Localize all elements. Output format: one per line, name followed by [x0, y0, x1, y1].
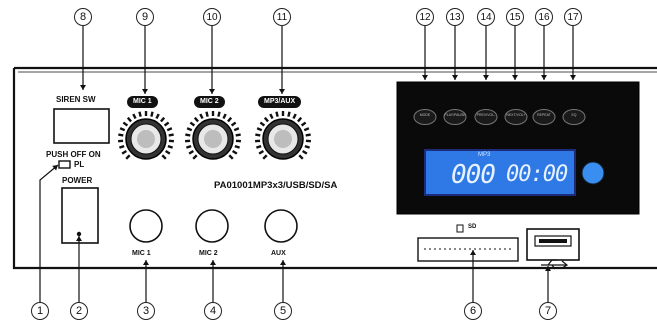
- callout-8: 8: [74, 8, 92, 26]
- lcd-display: [424, 149, 576, 196]
- display-time: 00:00: [506, 162, 568, 187]
- pl-label: PL: [74, 160, 85, 169]
- arrowhead-15: [512, 75, 518, 80]
- mode-button-label: MODE: [419, 113, 431, 117]
- arrowhead-11: [279, 89, 285, 94]
- sd-icon: [456, 224, 464, 233]
- display-tag: MP3: [478, 152, 491, 158]
- jack-label-mic1: MIC 1: [132, 250, 151, 257]
- pilot-lamp: [58, 160, 71, 169]
- usb-icon: [541, 259, 569, 270]
- siren-label: SIREN SW: [56, 95, 96, 104]
- next-button[interactable]: [504, 109, 528, 125]
- arrowhead-5: [280, 260, 286, 265]
- arrowhead-13: [452, 75, 458, 80]
- arrowhead-8: [80, 85, 86, 90]
- callout-16: 16: [535, 8, 553, 26]
- prev-button[interactable]: [474, 109, 498, 125]
- callout-5: 5: [274, 302, 292, 320]
- mp3-button-layer: [413, 109, 586, 125]
- callout-9: 9: [136, 8, 154, 26]
- arrowhead-4: [210, 260, 216, 265]
- callout-11: 11: [273, 8, 291, 26]
- callout-3: 3: [137, 302, 155, 320]
- power-label: POWER: [62, 176, 93, 185]
- mic1-knob[interactable]: [117, 111, 175, 160]
- arrowhead-2: [76, 236, 82, 241]
- mic2-jack: [195, 209, 229, 243]
- play-pause-button[interactable]: [443, 109, 467, 125]
- mic2-knob[interactable]: [184, 111, 242, 160]
- jack-label-mic2: MIC 2: [199, 250, 218, 257]
- model-text: PA01001MP3x3/USB/SD/SA: [214, 180, 338, 191]
- arrowhead-1: [52, 165, 58, 171]
- repeat-button[interactable]: [532, 109, 556, 125]
- callout-6: 6: [464, 302, 482, 320]
- sd-label: SD: [468, 224, 477, 230]
- knob-layer: [117, 111, 312, 160]
- callout-14: 14: [477, 8, 495, 26]
- sd-slot: [417, 237, 519, 262]
- arrowhead-6: [470, 250, 476, 255]
- knob-label-mic1: MIC 1: [127, 96, 158, 108]
- panel-outline: [12, 66, 657, 270]
- aux-jack: [264, 209, 298, 243]
- eq-button-label: EQ: [571, 113, 577, 117]
- display-track: 000: [451, 160, 496, 190]
- jack-label-aux: AUX: [271, 250, 286, 257]
- leader-line-1: [39, 164, 59, 302]
- callout-10: 10: [203, 8, 221, 26]
- arrowhead-12: [422, 75, 428, 80]
- next-button-label: NEXT/VOL+: [506, 113, 526, 117]
- mode-button[interactable]: [413, 109, 437, 125]
- push-off-on-label: PUSH OFF ON: [46, 150, 101, 159]
- callout-17: 17: [564, 8, 582, 26]
- play-pause-button-label: PLAY/PAUSE: [444, 113, 466, 117]
- knob-label-mic2: MIC 2: [194, 96, 225, 108]
- prev-button-label: PREV/VOL-: [476, 113, 496, 117]
- leader-lines: [39, 26, 576, 302]
- arrowhead-7: [545, 266, 551, 271]
- knob-label-mp3aux: MP3/AUX: [258, 96, 302, 108]
- callout-13: 13: [446, 8, 464, 26]
- callout-2: 2: [70, 302, 88, 320]
- callout-1: 1: [31, 302, 49, 320]
- arrowhead-17: [570, 75, 576, 80]
- arrowhead-10: [209, 89, 215, 94]
- siren-switch: [53, 108, 110, 144]
- repeat-button-label: REPEAT: [537, 113, 551, 117]
- mic1-jack: [129, 209, 163, 243]
- arrowhead-16: [541, 75, 547, 80]
- ir-receiver: [581, 161, 605, 185]
- arrowhead-3: [143, 260, 149, 265]
- mp3-aux-knob[interactable]: [254, 111, 312, 160]
- callout-7: 7: [539, 302, 557, 320]
- arrowhead-14: [483, 75, 489, 80]
- callout-4: 4: [204, 302, 222, 320]
- eq-button[interactable]: [562, 109, 586, 125]
- arrowhead-9: [142, 89, 148, 94]
- callout-12: 12: [416, 8, 434, 26]
- callout-15: 15: [506, 8, 524, 26]
